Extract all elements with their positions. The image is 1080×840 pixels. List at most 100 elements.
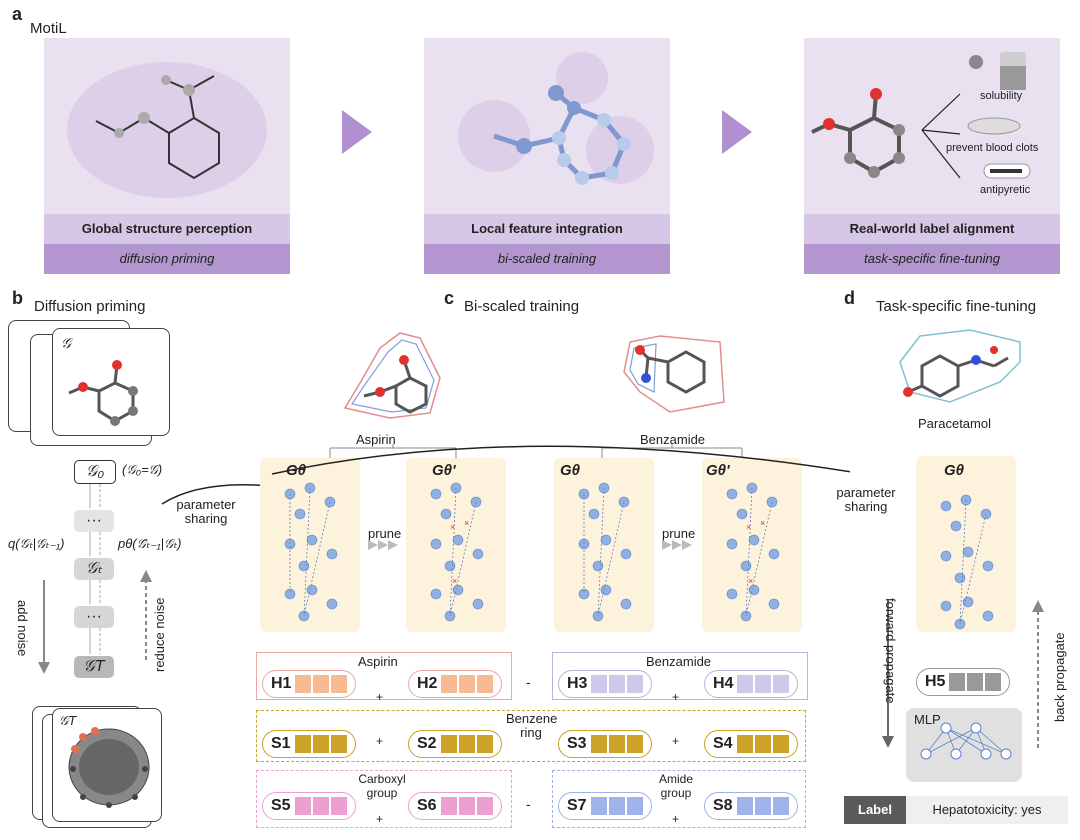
stage-realworld-subheading: task-specific fine-tuning (804, 244, 1060, 274)
s5-vector: S5 (262, 792, 356, 820)
arrow-right-icon (342, 110, 372, 154)
s6-vector: S6 (408, 792, 502, 820)
panel-a-title: MotiL (30, 20, 67, 37)
benzene-label: Benzene ring (506, 711, 558, 740)
amide-label: Amide group (658, 772, 693, 800)
property-blood-clots: prevent blood clots (946, 142, 1039, 154)
ellipsis-node-1: ··· (74, 510, 114, 532)
plus-s12: + (376, 734, 384, 748)
s1-vector: S1 (262, 730, 356, 758)
ellipsis-node-2: ··· (74, 606, 114, 628)
s2-vector: S2 (408, 730, 502, 758)
carboxyl-group (256, 770, 512, 828)
noisy-graph-card: 𝒢T (52, 708, 162, 822)
stage-global: Global structure perception diffusion pr… (44, 38, 290, 274)
g0-equality: (𝒢₀=𝒢) (122, 462, 163, 477)
diffusion-arrows (38, 484, 260, 674)
g-theta-prime-2: Gθ' (706, 462, 730, 479)
h1-vector: H1 (262, 670, 356, 698)
minus-s: - (526, 796, 531, 812)
mlp-label: MLP (914, 712, 941, 727)
local-molecule-illustration (458, 52, 654, 185)
prune-label-1: prune (368, 526, 402, 541)
q-distribution: q(𝒢ₜ|𝒢ₜ₋₁) (8, 536, 65, 551)
minus-h: - (526, 674, 531, 690)
property-solubility: solubility (980, 90, 1023, 102)
property-antipyretic: antipyretic (980, 184, 1031, 196)
panel-c-label: c (444, 288, 455, 308)
stage-local-heading: Local feature integration (424, 214, 670, 244)
p-distribution: pθ(𝒢̂ₜ₋₁|𝒢ₜ) (118, 536, 182, 551)
g-theta-finetune: Gθ (944, 462, 965, 479)
gT-symbol: 𝒢T (59, 713, 77, 728)
g-theta-prime-1: Gθ' (432, 462, 456, 479)
stage-global-subheading: diffusion priming (44, 244, 290, 274)
back-arrow-icon (1032, 600, 1044, 748)
mlp-icon (920, 722, 1012, 760)
benzamide-label: Benzamide (640, 432, 706, 447)
finetune-network-icon (940, 494, 994, 630)
stage-realworld-heading: Real-world label alignment (804, 214, 1060, 244)
aspirin-label: Aspirin (356, 432, 396, 447)
h2-vector: H2 (408, 670, 502, 698)
svg-text:×: × (452, 576, 457, 586)
arrow-right-icon (722, 110, 752, 154)
h3-vector: H3 (558, 670, 652, 698)
bi-scaled-networks: × × × × × × (260, 444, 850, 632)
plus-h12: + (376, 690, 384, 704)
aspirin-molecule-icon (68, 360, 138, 426)
aspirin-h-group (256, 652, 512, 700)
h5-vector: H5 (916, 668, 1010, 696)
s7-vector: S7 (558, 792, 652, 820)
g-theta-2: Gθ (560, 462, 581, 479)
svg-text:×: × (760, 518, 765, 528)
benzamide-h-group (552, 652, 808, 700)
paracetamol-molecule-icon (899, 329, 1021, 403)
panel-d-label: d (844, 288, 855, 308)
s4-vector: S4 (704, 730, 798, 758)
forward-arrow-icon (882, 600, 894, 748)
s3-vector: S3 (558, 730, 652, 758)
g-theta-1: Gθ (286, 462, 307, 479)
svg-text:×: × (464, 518, 469, 528)
stage-local: Local feature integration bi-scaled trai… (424, 38, 670, 274)
noisy-graph-icon (68, 727, 150, 808)
svg-text:×: × (450, 522, 455, 532)
reduce-noise-label: reduce noise (152, 597, 167, 672)
panel-a-label: a (12, 4, 23, 24)
panel-c-title: Bi-scaled training (464, 298, 580, 315)
param-sharing-right: parameter sharing (836, 485, 896, 514)
plus-s78: + (672, 812, 680, 826)
svg-text:×: × (748, 576, 753, 586)
forward-propagate-label: forward propagate (883, 598, 898, 704)
paracetamol-label: Paracetamol (918, 416, 991, 431)
benzamide-motif-icon (623, 335, 725, 413)
g0-node: 𝒢₀ (74, 460, 116, 484)
aspirin-motif-icon (343, 332, 441, 419)
panel-d-title: Task-specific fine-tuning (876, 298, 1037, 315)
amide-group (552, 770, 806, 828)
s8-vector: S8 (704, 792, 798, 820)
h4-vector: H4 (704, 670, 798, 698)
h-group-aspirin-label: Aspirin (358, 654, 398, 669)
prune-label-2: prune (662, 526, 696, 541)
stage-local-subheading: bi-scaled training (424, 244, 670, 274)
panel-b-title: Diffusion priming (34, 298, 146, 315)
back-propagate-label: back propagate (1052, 632, 1067, 722)
plus-h34: + (672, 690, 680, 704)
stage-realworld: solubility prevent blood clots antipyret… (804, 38, 1060, 274)
add-noise-label: add noise (15, 600, 30, 657)
mlp-block: MLP (906, 708, 1022, 782)
benzene-group (256, 710, 806, 762)
param-sharing-left: parameter sharing (176, 497, 236, 526)
realworld-molecule-illustration (811, 52, 1031, 179)
label-key: Label (844, 796, 906, 824)
graph-card: 𝒢 (52, 328, 170, 436)
gt-node: 𝒢ₜ (74, 558, 114, 580)
stage-global-heading: Global structure perception (44, 214, 290, 244)
panel-b-label: b (12, 288, 23, 308)
h-group-benzamide-label: Benzamide (646, 654, 712, 669)
plus-s34: + (672, 734, 680, 748)
plus-s56: + (376, 812, 384, 826)
svg-text:×: × (746, 522, 751, 532)
